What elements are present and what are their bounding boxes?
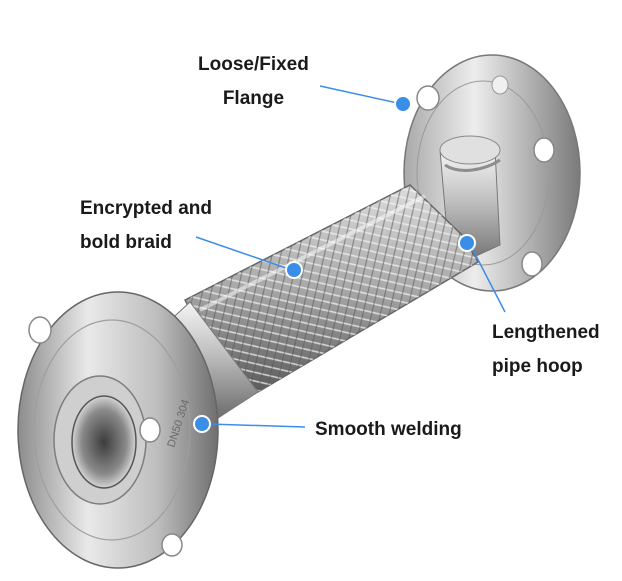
callout-braid bbox=[195, 236, 303, 279]
callout-weld bbox=[193, 415, 306, 433]
callout-hoop bbox=[458, 234, 506, 313]
label-smooth-welding: Smooth welding bbox=[315, 413, 462, 447]
label-lengthened-pipe-hoop: Lengthened pipe hoop bbox=[492, 316, 600, 384]
callout-flange bbox=[319, 85, 412, 113]
label-line: Lengthened bbox=[492, 322, 600, 343]
label-line: pipe hoop bbox=[492, 356, 583, 377]
label-line: bold braid bbox=[80, 232, 172, 253]
label-loose-fixed-flange: Loose/Fixed Flange bbox=[198, 48, 309, 116]
braided-hose bbox=[183, 184, 480, 393]
label-line: Flange bbox=[222, 88, 285, 109]
label-line: Smooth welding bbox=[315, 419, 462, 440]
left-flange bbox=[17, 291, 219, 569]
label-line: Loose/Fixed bbox=[198, 54, 309, 75]
label-line: Encrypted and bbox=[80, 198, 212, 219]
label-encrypted-bold-braid: Encrypted and bold braid bbox=[80, 192, 212, 260]
